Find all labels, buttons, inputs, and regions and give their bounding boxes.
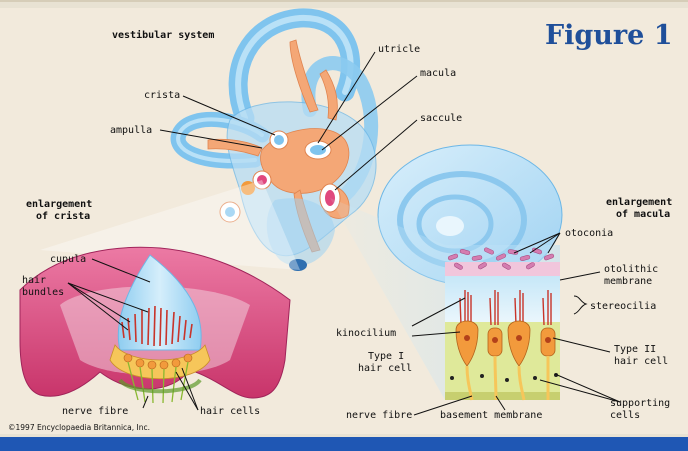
copyright: ©1997 Encyclopaedia Britannica, Inc. <box>8 423 150 432</box>
label-utricle: utricle <box>378 44 420 55</box>
label-type1-2: hair cell <box>358 363 412 374</box>
label-nerve-fibre-left: nerve fibre <box>62 406 128 417</box>
label-nerve-fibre-right: nerve fibre <box>346 410 412 421</box>
label-supporting-2: cells <box>610 410 640 421</box>
label-stereocilia: stereocilia <box>590 301 656 312</box>
label-enlargement-macula-1: enlargement <box>606 197 672 208</box>
label-ampulla: ampulla <box>110 125 152 136</box>
label-type2-1: Type II <box>614 344 656 355</box>
label-otolithic-1: otolithic <box>604 264 658 275</box>
label-enlargement-macula-2: of macula <box>616 209 670 220</box>
bottom-border <box>0 437 688 451</box>
bottom-band <box>0 434 688 437</box>
label-otoconia: otoconia <box>565 228 613 239</box>
label-crista: crista <box>144 90 180 101</box>
label-type2-2: hair cell <box>614 356 668 367</box>
label-type1-1: Type I <box>368 351 404 362</box>
figure-label: Figure 1 <box>545 20 673 51</box>
label-supporting-1: supporting <box>610 398 670 409</box>
label-hair-cells: hair cells <box>200 406 260 417</box>
label-enlargement-crista-1: enlargement <box>26 199 92 210</box>
macula-enlargement <box>445 247 560 400</box>
label-enlargement-crista-2: of crista <box>36 210 90 222</box>
label-cupula: cupula <box>50 254 86 265</box>
label-macula: macula <box>420 68 456 79</box>
label-hair-bundles-2: bundles <box>22 287 64 298</box>
label-basement-membrane: basement membrane <box>440 410 542 421</box>
diagram-title: vestibular system <box>112 29 214 41</box>
label-hair-bundles-1: hair <box>22 275 46 286</box>
label-kinocilium: kinocilium <box>336 328 396 339</box>
top-border <box>0 0 688 2</box>
label-otolithic-2: membrane <box>604 276 652 287</box>
label-saccule: saccule <box>420 113 462 124</box>
